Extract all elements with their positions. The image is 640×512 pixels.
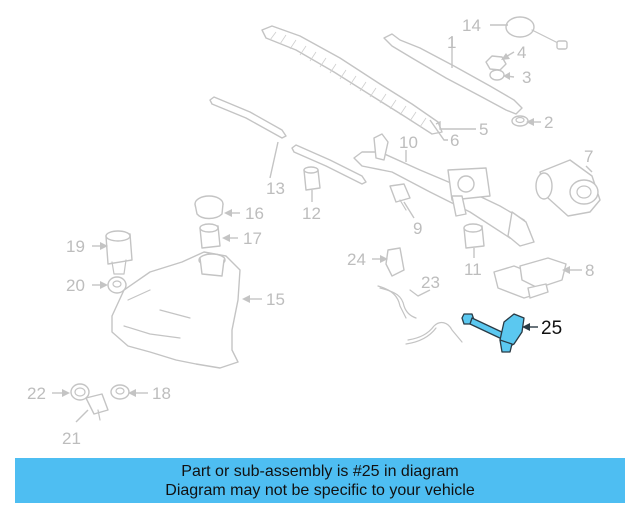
callout-10: 10 bbox=[399, 133, 418, 152]
pump-grommet bbox=[107, 276, 127, 294]
callout-8: 8 bbox=[585, 261, 594, 280]
info-banner: Part or sub-assembly is #25 in diagram D… bbox=[15, 458, 625, 503]
cover-cap bbox=[505, 16, 568, 50]
callout-20: 20 bbox=[66, 276, 85, 295]
washer-covers bbox=[493, 257, 567, 299]
level-sensor bbox=[85, 393, 109, 421]
callout-leaders bbox=[52, 24, 593, 423]
callout-9: 9 bbox=[413, 219, 422, 238]
callout-6: 6 bbox=[450, 131, 459, 150]
callout-21: 21 bbox=[62, 429, 81, 448]
banner-line-2: Diagram may not be specific to your vehi… bbox=[165, 482, 475, 499]
small-bracket bbox=[385, 247, 405, 277]
bushing bbox=[463, 223, 485, 249]
callout-15: 15 bbox=[266, 290, 285, 309]
washer-hoses bbox=[377, 285, 463, 345]
sensor-grommet bbox=[110, 384, 130, 400]
filler-neck bbox=[199, 223, 221, 249]
callout-14: 14 bbox=[462, 16, 481, 35]
arm-cap bbox=[485, 55, 507, 81]
callout-18: 18 bbox=[152, 384, 171, 403]
callout-17: 17 bbox=[243, 229, 262, 248]
callout-numbers: 1 14 4 3 2 5 6 10 7 13 12 16 17 9 19 24 … bbox=[27, 16, 594, 448]
banner-line-1: Part or sub-assembly is #25 in diagram bbox=[181, 463, 459, 480]
washer-pump bbox=[105, 230, 133, 275]
wiper-motor bbox=[535, 159, 601, 217]
callout-24: 24 bbox=[347, 250, 366, 269]
blade-inserts bbox=[209, 96, 367, 185]
callout-3: 3 bbox=[522, 68, 531, 87]
grommet bbox=[303, 166, 321, 191]
callout-7: 7 bbox=[584, 147, 593, 166]
callout-5: 5 bbox=[479, 120, 488, 139]
callout-4: 4 bbox=[517, 43, 526, 62]
nut bbox=[511, 115, 529, 127]
wiper-linkage bbox=[353, 133, 535, 247]
callout-2: 2 bbox=[544, 113, 553, 132]
callout-16: 16 bbox=[245, 204, 264, 223]
callout-23: 23 bbox=[421, 273, 440, 292]
filler-cap bbox=[194, 195, 224, 220]
wiper-arm bbox=[383, 33, 523, 115]
wiper-blade bbox=[261, 25, 443, 135]
callout-22: 22 bbox=[27, 384, 46, 403]
parts-diagram: 1 14 4 3 2 5 6 10 7 13 12 16 17 9 19 24 … bbox=[27, 16, 601, 448]
callout-1: 1 bbox=[447, 33, 456, 52]
callout-12: 12 bbox=[302, 204, 321, 223]
callout-19: 19 bbox=[66, 237, 85, 256]
highlighted-part-25 bbox=[461, 313, 525, 353]
callout-13: 13 bbox=[266, 179, 285, 198]
callout-25: 25 bbox=[541, 318, 562, 339]
seal-ring bbox=[70, 383, 90, 401]
callout-11: 11 bbox=[464, 260, 482, 279]
mount-bracket bbox=[389, 183, 411, 211]
washer-reservoir bbox=[111, 251, 241, 369]
